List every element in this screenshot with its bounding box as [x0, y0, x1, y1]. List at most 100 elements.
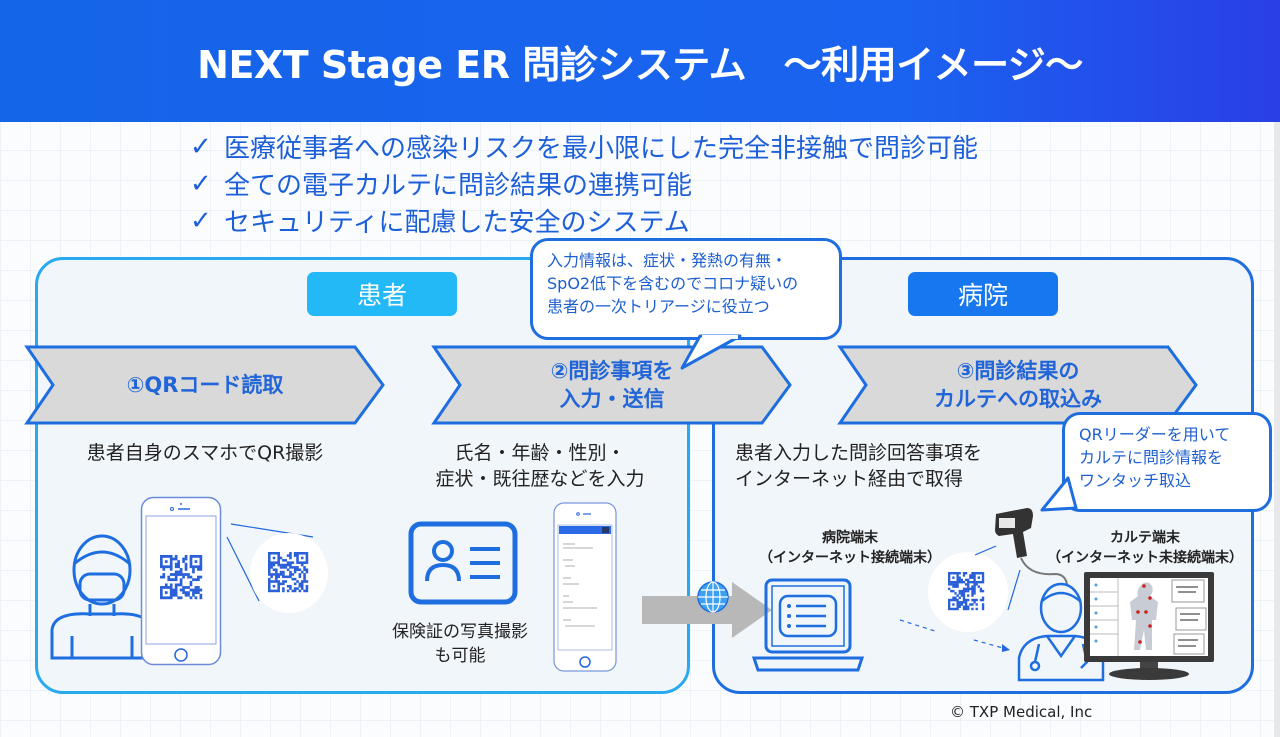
qr-module [293, 570, 297, 574]
qr-module [268, 584, 271, 588]
qr-module [977, 585, 980, 588]
qr-module [177, 583, 180, 587]
qr-module [293, 582, 297, 586]
qr-module [975, 607, 978, 611]
qr-module [179, 573, 183, 576]
qr-module [282, 566, 285, 569]
feature-item: ✓ 医療従事者への感染リスクを最小限にした完全非接触で問診可能 [190, 128, 978, 165]
qr-module [270, 566, 273, 569]
qr-module [268, 573, 271, 576]
qr-module [973, 587, 976, 591]
qr-module [172, 557, 176, 561]
step-3-title-line1: ③問診結果の [956, 359, 1080, 383]
qr-module [300, 580, 304, 583]
qr-module [189, 583, 193, 587]
qr-module [197, 567, 200, 571]
step-2-title-line1: ②問診事項を [550, 359, 674, 383]
qr-module [192, 578, 195, 582]
qr-module [293, 568, 297, 572]
feature-text: セキュリティに配慮した安全のシステム [224, 208, 690, 238]
qr-module [272, 552, 276, 555]
qr-module [279, 563, 283, 567]
qr-module [162, 596, 166, 600]
qr-module [189, 560, 193, 563]
copyright: © TXP Medical, Inc [950, 703, 1093, 721]
qr-module [177, 560, 180, 563]
qr-module [979, 589, 983, 593]
qr-module [300, 561, 304, 564]
qr-module [964, 607, 968, 611]
qr-module [272, 556, 276, 560]
callout-line: カルテに問診情報を [1079, 448, 1224, 467]
qr-module [284, 566, 288, 569]
qr-module [967, 580, 970, 584]
qr-module [275, 580, 278, 583]
qr-module [960, 592, 964, 595]
qr-module [177, 565, 180, 569]
qr-module [282, 589, 285, 593]
qr-module [971, 603, 974, 606]
qr-module [194, 591, 198, 595]
qr-module [174, 573, 178, 576]
qr-module [971, 585, 974, 588]
qr-module [971, 576, 974, 579]
qr-module [298, 568, 302, 572]
id-card-icon [408, 521, 518, 605]
feature-text: 医療従事者への感染リスクを最小限にした完全非接触で問診可能 [224, 134, 979, 164]
step-2-label: ②問診事項を 入力・送信 [462, 345, 762, 425]
qr-reader-callout-tail [1040, 476, 1078, 512]
qr-module [174, 570, 178, 574]
qr-module [268, 556, 271, 560]
qr-module [184, 586, 188, 589]
qr-module [169, 567, 173, 571]
qr-module [967, 585, 970, 588]
qr-module [169, 555, 173, 558]
qr-module [952, 598, 955, 602]
patient-section-badge: 患者 [307, 272, 457, 316]
desc-line: 氏名・年齢・性別・ [454, 442, 626, 464]
qr-module [169, 593, 173, 597]
qr-module [286, 563, 290, 567]
qr-module [967, 607, 970, 611]
qr-module [182, 586, 185, 589]
qr-module [962, 574, 966, 577]
qr-module [952, 572, 955, 575]
qr-module [179, 583, 183, 587]
qr-module [184, 567, 188, 571]
qr-module [973, 598, 976, 602]
qr-module [164, 586, 168, 589]
qr-module [194, 596, 198, 600]
qr-module [187, 593, 190, 597]
qr-module [964, 578, 968, 582]
qr-module [293, 577, 297, 581]
qr-module [981, 580, 985, 584]
qr-module [270, 563, 273, 567]
qr-module [964, 583, 968, 586]
qr-module [975, 583, 978, 586]
questionnaire-phone-icon [553, 502, 617, 672]
qr-module [177, 596, 180, 600]
qr-module [305, 587, 309, 590]
karte-monitor-icon [1084, 572, 1214, 680]
qr-module [268, 582, 271, 586]
qr-module [958, 603, 961, 606]
qr-module [177, 562, 180, 566]
qr-module [296, 568, 299, 572]
qr-module [950, 583, 953, 586]
qr-module [199, 562, 203, 566]
qr-code-icon [160, 555, 203, 600]
qr-module [197, 575, 200, 579]
qr-module [277, 580, 280, 583]
terminal-name: 病院端末 [822, 530, 878, 546]
qr-module [954, 607, 957, 611]
qr-module [284, 559, 288, 562]
qr-module [192, 567, 195, 571]
qr-module [174, 583, 178, 587]
qr-module [182, 591, 185, 595]
qr-module [270, 589, 273, 593]
qr-module [282, 573, 285, 576]
callout-line: 入力情報は、症状・発熱の有無・ [547, 251, 788, 270]
qr-module [172, 573, 176, 576]
qr-module [973, 572, 976, 575]
check-icon: ✓ [190, 205, 212, 236]
